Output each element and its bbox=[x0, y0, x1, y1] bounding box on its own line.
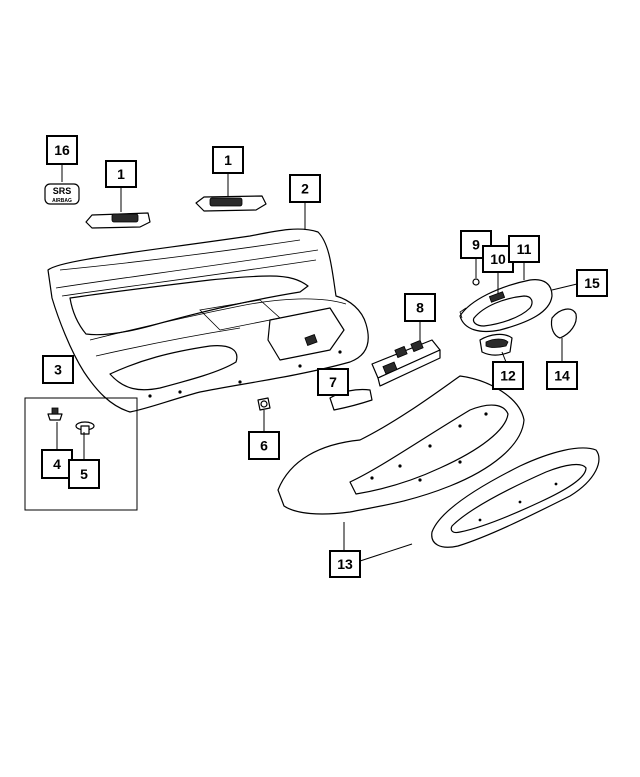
door-trim-panel bbox=[47, 228, 369, 413]
badge-line2: AIRBAG bbox=[52, 198, 72, 204]
cover-cap bbox=[550, 308, 577, 339]
callout-1-right: 1 bbox=[212, 146, 244, 174]
callout-15-label: 15 bbox=[584, 275, 600, 291]
callout-2-label: 2 bbox=[301, 181, 309, 197]
callout-14-label: 14 bbox=[554, 368, 570, 384]
fastener-inset-box bbox=[24, 397, 138, 511]
callout-8-label: 8 bbox=[416, 300, 424, 316]
armrest-trim-panel bbox=[277, 375, 525, 515]
callout-6-label: 6 bbox=[260, 438, 268, 454]
callout-13-label: 13 bbox=[337, 556, 353, 572]
callout-5-label: 5 bbox=[80, 466, 88, 482]
callout-4-label: 4 bbox=[53, 456, 61, 472]
callout-8: 8 bbox=[404, 293, 436, 322]
callout-11-label: 11 bbox=[517, 241, 532, 257]
callout-1-left-label: 1 bbox=[117, 166, 125, 182]
callout-4: 4 bbox=[41, 449, 73, 479]
window-switch bbox=[371, 339, 441, 387]
door-handle-assembly bbox=[459, 279, 553, 333]
screw bbox=[472, 278, 480, 286]
callout-7-label: 7 bbox=[329, 374, 337, 390]
handle-cup bbox=[479, 333, 513, 356]
screw-fastener bbox=[75, 421, 95, 435]
srs-airbag-badge: SRS AIRBAG bbox=[44, 183, 80, 205]
trim-gasket bbox=[431, 447, 600, 548]
push-pin-clip bbox=[47, 407, 63, 421]
emblem-right bbox=[195, 195, 267, 212]
callout-6: 6 bbox=[248, 431, 280, 460]
callout-1-left: 1 bbox=[105, 160, 137, 188]
leader-lines bbox=[56, 164, 578, 563]
callout-9-label: 9 bbox=[472, 237, 480, 253]
callout-3-label: 3 bbox=[54, 362, 62, 378]
callout-15: 15 bbox=[576, 269, 608, 297]
callout-13: 13 bbox=[329, 550, 361, 578]
callout-16-label: 16 bbox=[54, 142, 70, 158]
callout-10-label: 10 bbox=[490, 251, 506, 267]
callout-12-label: 12 bbox=[500, 368, 516, 384]
callout-11: 11 bbox=[508, 235, 540, 263]
callout-1-right-label: 1 bbox=[224, 152, 232, 168]
callout-3: 3 bbox=[42, 355, 74, 384]
callout-12: 12 bbox=[492, 361, 524, 390]
retainer-clip bbox=[257, 397, 271, 411]
callout-14: 14 bbox=[546, 361, 578, 390]
callout-5: 5 bbox=[68, 459, 100, 489]
callout-16: 16 bbox=[46, 135, 78, 165]
emblem-left bbox=[85, 212, 151, 229]
callout-7: 7 bbox=[317, 368, 349, 396]
badge-line1: SRS bbox=[53, 186, 72, 196]
callout-2: 2 bbox=[289, 174, 321, 203]
